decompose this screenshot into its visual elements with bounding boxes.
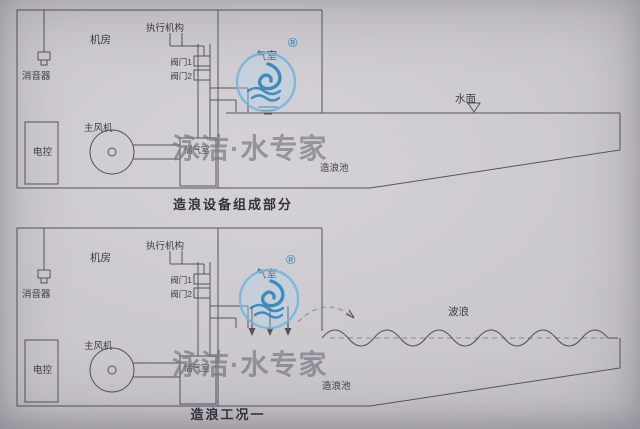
electric-control-box xyxy=(24,121,59,185)
label-wave: 波浪 xyxy=(448,305,469,318)
water-level-triangle xyxy=(467,102,481,113)
label-valve1: 阀门1 xyxy=(170,275,192,285)
diagram-top-caption: 造浪设备组成部分 xyxy=(173,197,293,212)
electric-control-box xyxy=(24,339,59,403)
muffler-body xyxy=(37,269,51,279)
registered-mark: ® xyxy=(288,35,298,50)
brand-logo-icon xyxy=(238,268,300,330)
wave-generation-arc xyxy=(297,306,355,323)
brand-logo-icon xyxy=(235,51,297,113)
logo-wave xyxy=(246,86,282,96)
logo-ring xyxy=(238,268,300,330)
label-muffler: 消音器 xyxy=(22,288,51,300)
machine-room-outline xyxy=(16,227,219,407)
label-electric-control: 电控 xyxy=(33,364,53,376)
valve2-body xyxy=(193,69,211,81)
muffler-outlet xyxy=(40,277,48,284)
label-air-storage: 储气室 xyxy=(184,363,210,373)
muffler-body xyxy=(37,51,51,61)
wave-profile-line xyxy=(321,329,618,347)
logo-ring xyxy=(235,51,297,113)
air-push-arrows xyxy=(248,306,292,336)
label-air-storage: 储气室 xyxy=(184,145,210,155)
diagram-bottom: 执行机构 机房 消音器 阀门1 阀门2 电控 主风机 储气室 气室 波浪 造浪池… xyxy=(16,227,621,422)
logo-swirl xyxy=(257,62,282,91)
pool-floor xyxy=(218,113,621,189)
label-machine-room: 机房 xyxy=(90,251,111,264)
machine-room-outline xyxy=(16,9,219,189)
logo-wave xyxy=(250,94,281,102)
valve1-body xyxy=(193,273,211,285)
label-main-fan: 主风机 xyxy=(84,122,113,134)
logo-swirl xyxy=(260,279,285,308)
wave-generation-arrow-head xyxy=(345,309,355,319)
main-fan-hub xyxy=(107,365,117,375)
watermark-bottom: ® 泳洁·水专家 xyxy=(172,252,327,380)
registered-mark: ® xyxy=(286,252,296,267)
label-main-fan: 主风机 xyxy=(84,340,113,352)
valve2-body xyxy=(193,287,211,299)
diagram-top: 执行机构 机房 消音器 阀门1 阀门2 电控 主风机 储气室 气室 水面 造浪池… xyxy=(16,9,621,212)
label-valve2: 阀门2 xyxy=(170,289,192,299)
label-water-surface: 水面 xyxy=(455,93,476,105)
label-wave-pool: 造浪池 xyxy=(322,380,351,392)
diagram-bottom-caption: 造浪工况一 xyxy=(190,407,265,422)
down-arrow-head xyxy=(266,328,274,336)
main-fan-body xyxy=(89,129,135,175)
watermark-top: ® 泳洁·水专家 xyxy=(172,35,327,164)
label-actuator: 执行机构 xyxy=(146,240,184,252)
label-actuator: 执行机构 xyxy=(146,22,184,34)
label-muffler: 消音器 xyxy=(22,70,51,82)
watermark-text: 泳洁·水专家 xyxy=(172,132,327,164)
main-fan-hub xyxy=(107,147,117,157)
valve1-body xyxy=(193,55,211,67)
muffler-outlet xyxy=(40,59,48,66)
pool-floor xyxy=(218,338,621,407)
label-wave-pool: 造浪池 xyxy=(320,162,349,174)
logo-wave xyxy=(249,303,285,313)
label-machine-room: 机房 xyxy=(90,33,111,46)
label-electric-control: 电控 xyxy=(33,146,53,158)
down-arrow-head xyxy=(284,328,292,336)
logo-wave xyxy=(253,311,284,319)
down-arrow-head xyxy=(248,328,256,336)
main-fan-body xyxy=(89,347,135,393)
label-valve2: 阀门2 xyxy=(170,71,192,81)
watermark-text: 泳洁·水专家 xyxy=(172,348,327,380)
label-valve1: 阀门1 xyxy=(170,57,192,67)
